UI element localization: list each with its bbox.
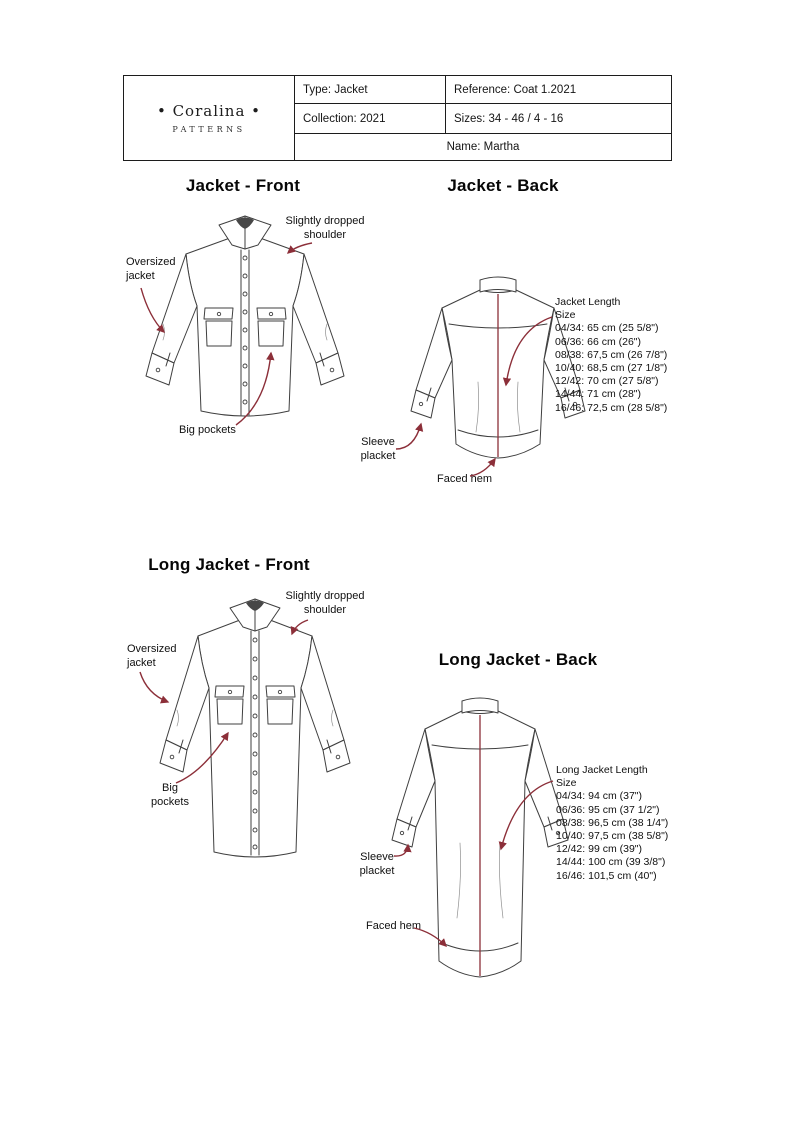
size-entry: 12/42: 99 cm (39")	[556, 843, 643, 856]
size-entry: 08/38: 96,5 cm (38 1/4")	[556, 816, 669, 829]
jacket-front-sleeves	[145, 253, 345, 386]
long-jacket-back-collar	[461, 697, 499, 714]
long-jacket-length-size-label: Size	[556, 777, 577, 790]
long-jacket-length-table: Long Jacket Length Size 04/34: 94 cm (37…	[556, 764, 686, 883]
jacket-length-table: Jacket Length Size 04/34: 65 cm (25 5/8"…	[555, 296, 685, 415]
type-cell: Type: Jacket	[295, 76, 446, 104]
annotation-big-pockets: Big pockets	[179, 424, 236, 436]
long-jacket-front-placket	[250, 630, 260, 856]
annotation-oversized-jacket: Oversized jacket	[126, 256, 176, 282]
jacket-back-sleeves	[410, 307, 586, 419]
reference-cell: Reference: Coat 1.2021	[446, 76, 671, 104]
jacket-front-pockets	[203, 307, 287, 347]
size-entry: 16/46: 72,5 cm (28 5/8")	[555, 401, 668, 414]
brand-subtitle: PATTERNS	[172, 125, 246, 134]
annotation-dropped-shoulder-long: Slightly dropped shoulder	[285, 590, 365, 616]
size-entry: 14/44: 71 cm (28")	[555, 388, 642, 401]
annotation-oversized-jacket-long: Oversized jacket	[127, 643, 177, 669]
long-jacket-front-collar	[229, 598, 281, 632]
jacket-front-title: Jacket - Front	[185, 176, 301, 195]
annotation-faced-hem: Faced hem	[437, 473, 493, 485]
header-meta-grid: Type: Jacket Reference: Coat 1.2021 Coll…	[295, 76, 671, 160]
brand-logo: • Coralina • PATTERNS	[124, 76, 295, 160]
long-jacket-front-drawing	[159, 598, 351, 858]
size-entry: 06/36: 95 cm (37 1/2")	[556, 803, 660, 816]
size-entry: 10/40: 68,5 cm (27 1/8")	[555, 362, 668, 375]
long-jacket-length-title: Long Jacket Length	[556, 764, 648, 776]
brand-name: • Coralina •	[156, 102, 262, 120]
size-entry: 12/42: 70 cm (27 5/8")	[555, 375, 659, 388]
jacket-front-collar	[218, 215, 272, 250]
header-table: • Coralina • PATTERNS Type: Jacket Refer…	[123, 75, 672, 161]
size-entry: 10/40: 97,5 cm (38 5/8")	[556, 830, 669, 843]
annotation-big-pockets-long: Big pockets	[151, 782, 189, 808]
collection-cell: Collection: 2021	[295, 104, 446, 134]
jacket-back-title: Jacket - Back	[447, 176, 559, 195]
annotation-sleeve-placket: Sleeve placket	[360, 436, 396, 462]
size-entry: 04/34: 65 cm (25 5/8")	[555, 322, 659, 335]
size-entry: 06/36: 66 cm (26")	[555, 335, 642, 348]
jacket-back-collar	[479, 276, 517, 293]
jacket-front-body	[185, 237, 305, 417]
jacket-length-title: Jacket Length	[555, 296, 621, 308]
size-entry: 08/38: 67,5 cm (26 7/8")	[555, 348, 668, 361]
jacket-length-size-label: Size	[555, 309, 576, 322]
size-entry: 16/46: 101,5 cm (40")	[556, 869, 657, 882]
long-jacket-front-body	[197, 619, 313, 858]
long-jacket-front-title: Long Jacket - Front	[148, 555, 310, 574]
sizes-cell: Sizes: 34 - 46 / 4 - 16	[446, 104, 671, 134]
annotation-dropped-shoulder: Slightly dropped shoulder	[285, 215, 365, 241]
size-entry: 14/44: 100 cm (39 3/8")	[556, 856, 666, 869]
annotation-sleeve-placket-long: Sleeve placket	[359, 851, 395, 877]
jacket-front-drawing	[145, 215, 345, 417]
long-jacket-front-pockets	[214, 685, 296, 725]
name-cell: Name: Martha	[446, 141, 520, 153]
size-entry: 04/34: 94 cm (37")	[556, 790, 643, 803]
long-jacket-back-drawing	[391, 697, 569, 978]
annotation-faced-hem-long: Faced hem	[366, 920, 422, 932]
long-jacket-back-title: Long Jacket - Back	[438, 650, 598, 669]
